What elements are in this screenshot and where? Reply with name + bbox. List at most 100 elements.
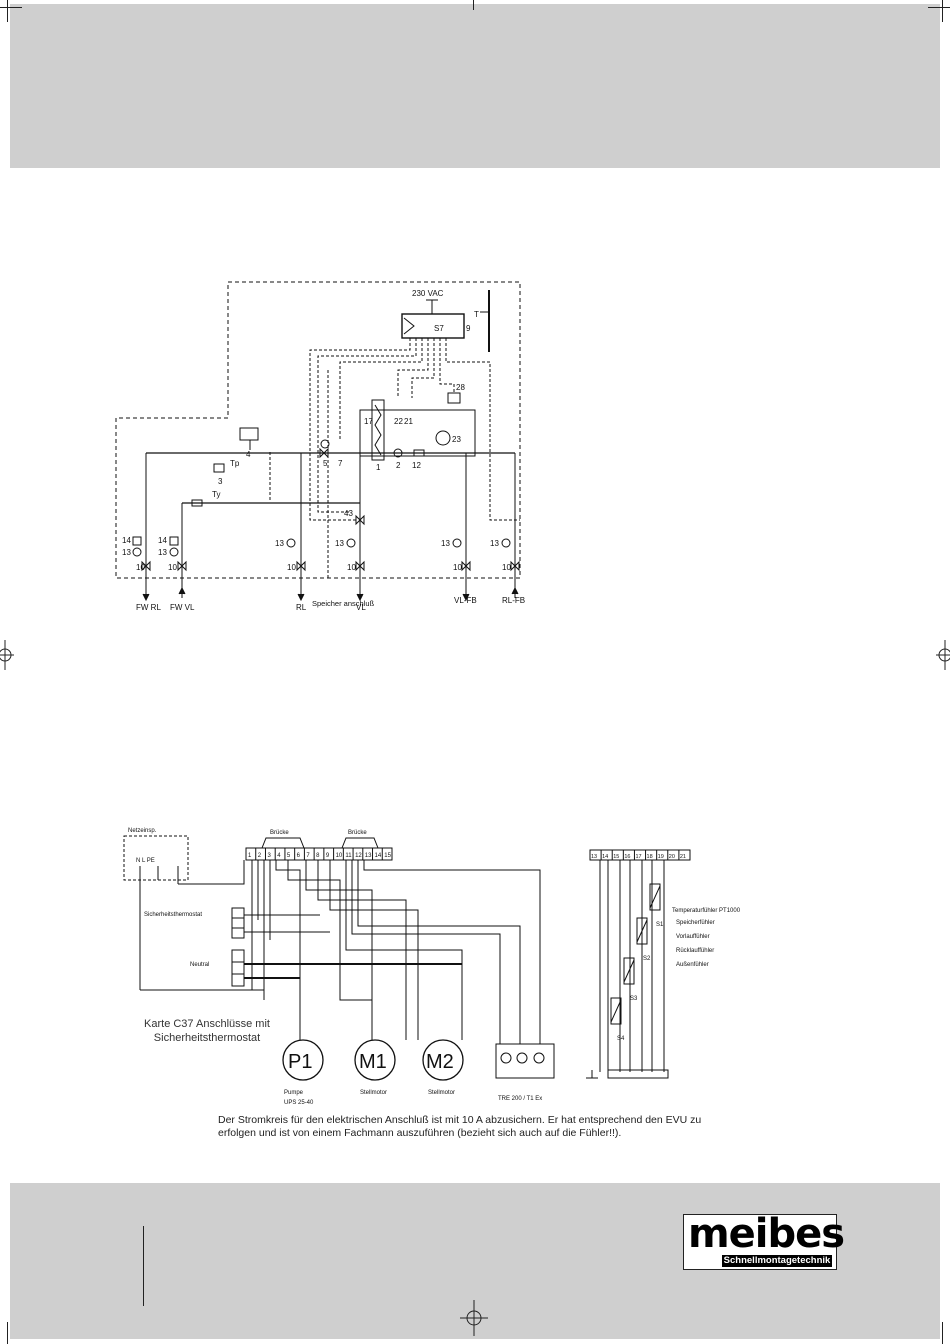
crop-mark bbox=[7, 1322, 8, 1344]
logo-tagline: Schnellmontagetechnik bbox=[722, 1255, 832, 1267]
component-number: 13 bbox=[158, 548, 167, 557]
sensor-terminal-number: 18 bbox=[647, 854, 653, 860]
component-number: 1 bbox=[376, 463, 381, 472]
crop-mark bbox=[7, 0, 8, 22]
motor-p1: P1 bbox=[288, 1051, 312, 1073]
terminal-number: 7 bbox=[306, 853, 310, 859]
component-number: 10 bbox=[502, 563, 511, 572]
controller-number: 9 bbox=[466, 324, 471, 333]
component-number: 10 bbox=[168, 563, 177, 572]
component-number: 7 bbox=[338, 459, 343, 468]
component-number: 10 bbox=[347, 563, 356, 572]
component-number: 14 bbox=[158, 536, 167, 545]
terminal-number: 9 bbox=[326, 853, 330, 859]
component-number: 13 bbox=[490, 539, 499, 548]
terminal-number: 10 bbox=[336, 853, 343, 859]
wiring-diagram bbox=[123, 835, 691, 1081]
sensor-terminal-number: 15 bbox=[613, 854, 619, 860]
bridge-label: Brücke bbox=[270, 830, 289, 836]
sensor-legend-item: Speicherfühler bbox=[676, 920, 715, 926]
thermostat-label: Sicherheitsthermostat bbox=[144, 912, 202, 918]
neutral-label: Neutral bbox=[190, 962, 209, 968]
footer-rule bbox=[143, 1226, 144, 1306]
registration-marks bbox=[0, 640, 950, 1336]
logo-wordmark: meibes bbox=[688, 1211, 845, 1257]
hydraulic-diagram bbox=[115, 281, 521, 602]
terminal-number: 12 bbox=[355, 853, 362, 859]
sensor-terminal-number: 20 bbox=[669, 854, 675, 860]
wiring-labels: Netzeinsp. N L PE Brücke Brücke Sicherhe… bbox=[128, 828, 741, 1106]
component-number: 13 bbox=[275, 539, 284, 548]
component-number: 2 bbox=[396, 461, 401, 470]
sensor-legend-item: Außenfühler bbox=[676, 962, 709, 968]
meibes-logo: meibes Schnellmontagetechnik bbox=[683, 1211, 845, 1270]
netz-sub: N L PE bbox=[136, 858, 155, 864]
terminal-number: 4 bbox=[277, 853, 281, 859]
supply-label: 230 VAC bbox=[412, 289, 444, 298]
terminal-number: 2 bbox=[258, 853, 262, 859]
sensor-number: S3 bbox=[630, 996, 638, 1002]
component-number: 13 bbox=[441, 539, 450, 548]
sensor-terminal-number: 16 bbox=[624, 854, 630, 860]
sensor-legend-title: Temperaturfühler PT1000 bbox=[672, 908, 741, 914]
netz-label: Netzeinsp. bbox=[128, 828, 157, 834]
terminal-number: 13 bbox=[365, 853, 372, 859]
component-number: 3 bbox=[218, 477, 223, 486]
connection-vl: VL bbox=[356, 603, 366, 612]
terminal-number: 6 bbox=[297, 853, 301, 859]
component-number: 13 bbox=[335, 539, 344, 548]
crop-mark bbox=[928, 7, 950, 8]
component-number: 10 bbox=[136, 563, 145, 572]
motor-m2: M2 bbox=[426, 1051, 454, 1073]
component-number: 43 bbox=[344, 509, 353, 518]
component-number: 28 bbox=[456, 383, 465, 392]
sensor-number: S4 bbox=[617, 1036, 625, 1042]
component-number: 13 bbox=[122, 548, 131, 557]
t-label: T bbox=[474, 310, 479, 319]
motor-caption: Pumpe bbox=[284, 1090, 304, 1096]
pump-model: UPS 25-40 bbox=[284, 1100, 314, 1106]
receiver-label: TRE 200 / T1 Ex bbox=[498, 1096, 542, 1102]
card-title: Karte C37 Anschlüsse mit Sicherheitsther… bbox=[144, 1018, 270, 1044]
connection-rl: RL bbox=[296, 603, 307, 612]
component-number: 4 bbox=[246, 450, 251, 459]
controller-label: S7 bbox=[434, 324, 444, 333]
connection-speicher: Speicher anschluß bbox=[312, 599, 375, 608]
component-number: 22 bbox=[394, 417, 403, 426]
crop-mark bbox=[942, 0, 943, 22]
connection-vl-fb: VL-FB bbox=[454, 596, 477, 605]
motor-m1: M1 bbox=[359, 1051, 387, 1073]
component-number: 12 bbox=[412, 461, 421, 470]
terminal-number: 15 bbox=[384, 853, 391, 859]
terminal-number: 3 bbox=[267, 853, 271, 859]
component-number: 14 bbox=[122, 536, 131, 545]
motor-caption: Stellmotor bbox=[428, 1090, 455, 1096]
terminal-number: 11 bbox=[345, 853, 352, 859]
sensor-ty: Ty bbox=[212, 490, 220, 499]
terminal-number: 5 bbox=[287, 853, 291, 859]
sensor-terminal-number: 13 bbox=[591, 854, 597, 860]
terminal-number: 14 bbox=[375, 853, 382, 859]
connection-fw-vl: FW VL bbox=[170, 603, 195, 612]
sensor-tp: Tp bbox=[230, 459, 240, 468]
sensor-legend-item: Rücklauffühler bbox=[676, 948, 714, 954]
header-band bbox=[10, 4, 940, 168]
hydraulic-labels: 230 VAC S7 9 T Tp Ty 1 2 3 4 5 7 10 10 1… bbox=[122, 289, 525, 612]
connection-rl-fb: RL-FB bbox=[502, 596, 525, 605]
terminal-number: 8 bbox=[316, 853, 320, 859]
sensor-terminal-number: 14 bbox=[602, 854, 608, 860]
component-number: 5 bbox=[323, 459, 328, 468]
component-number: 21 bbox=[404, 417, 413, 426]
sensor-legend-item: Vorlauffühler bbox=[676, 934, 710, 940]
motor-caption: Stellmotor bbox=[360, 1090, 387, 1096]
bridge-label: Brücke bbox=[348, 830, 367, 836]
crop-mark bbox=[0, 7, 22, 8]
sensor-number: S1 bbox=[656, 922, 664, 928]
crop-mark bbox=[942, 1322, 943, 1344]
sensor-terminal-number: 21 bbox=[680, 854, 686, 860]
terminal-number: 1 bbox=[248, 853, 252, 859]
component-number: 10 bbox=[287, 563, 296, 572]
sensor-number: S2 bbox=[643, 956, 651, 962]
component-number: 17 bbox=[364, 417, 373, 426]
